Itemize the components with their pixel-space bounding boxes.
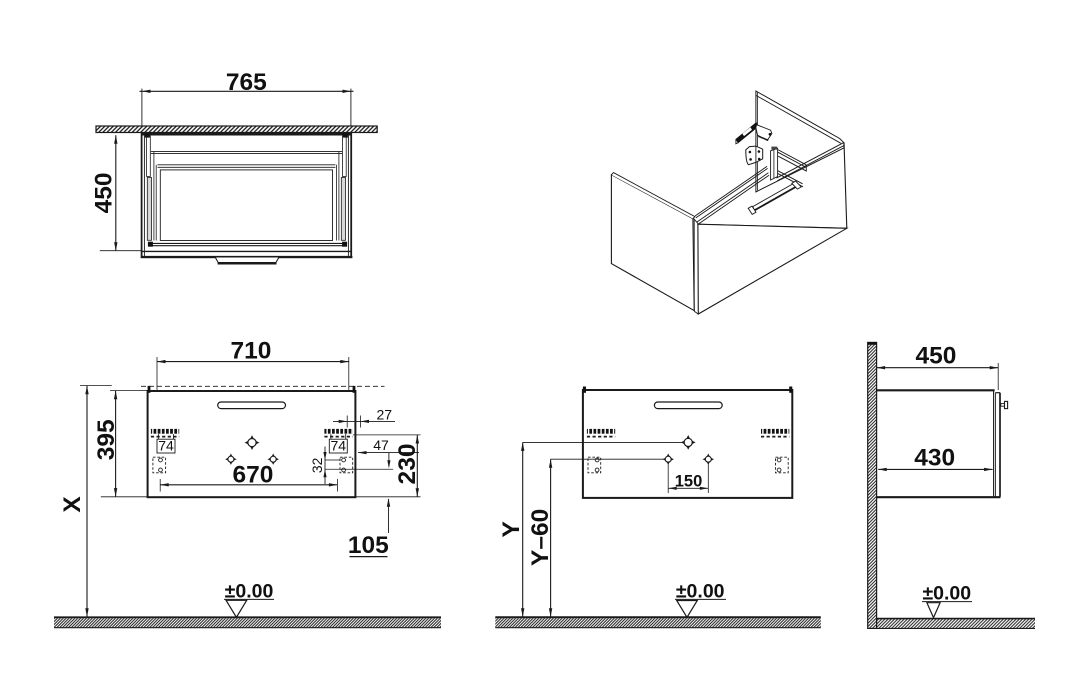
svg-text:Y: Y bbox=[498, 521, 525, 537]
svg-text:±0.00: ±0.00 bbox=[676, 580, 725, 602]
svg-text:150: 150 bbox=[675, 472, 703, 490]
svg-text:670: 670 bbox=[232, 462, 273, 489]
svg-text:47: 47 bbox=[373, 437, 389, 453]
svg-text:450: 450 bbox=[91, 172, 118, 213]
svg-text:±0.00: ±0.00 bbox=[225, 580, 274, 602]
svg-text:105: 105 bbox=[348, 532, 389, 559]
svg-text:430: 430 bbox=[914, 444, 955, 471]
svg-text:765: 765 bbox=[226, 69, 267, 96]
svg-text:74: 74 bbox=[331, 438, 347, 454]
svg-text:X: X bbox=[59, 496, 86, 513]
svg-text:230: 230 bbox=[394, 444, 421, 485]
svg-text:710: 710 bbox=[231, 337, 272, 364]
svg-text:27: 27 bbox=[377, 406, 393, 422]
svg-text:395: 395 bbox=[93, 419, 120, 460]
svg-text:74: 74 bbox=[158, 438, 174, 454]
svg-text:32: 32 bbox=[309, 457, 325, 473]
svg-text:±0.00: ±0.00 bbox=[922, 583, 971, 605]
svg-text:Y–60: Y–60 bbox=[527, 509, 554, 566]
svg-text:450: 450 bbox=[916, 343, 957, 370]
